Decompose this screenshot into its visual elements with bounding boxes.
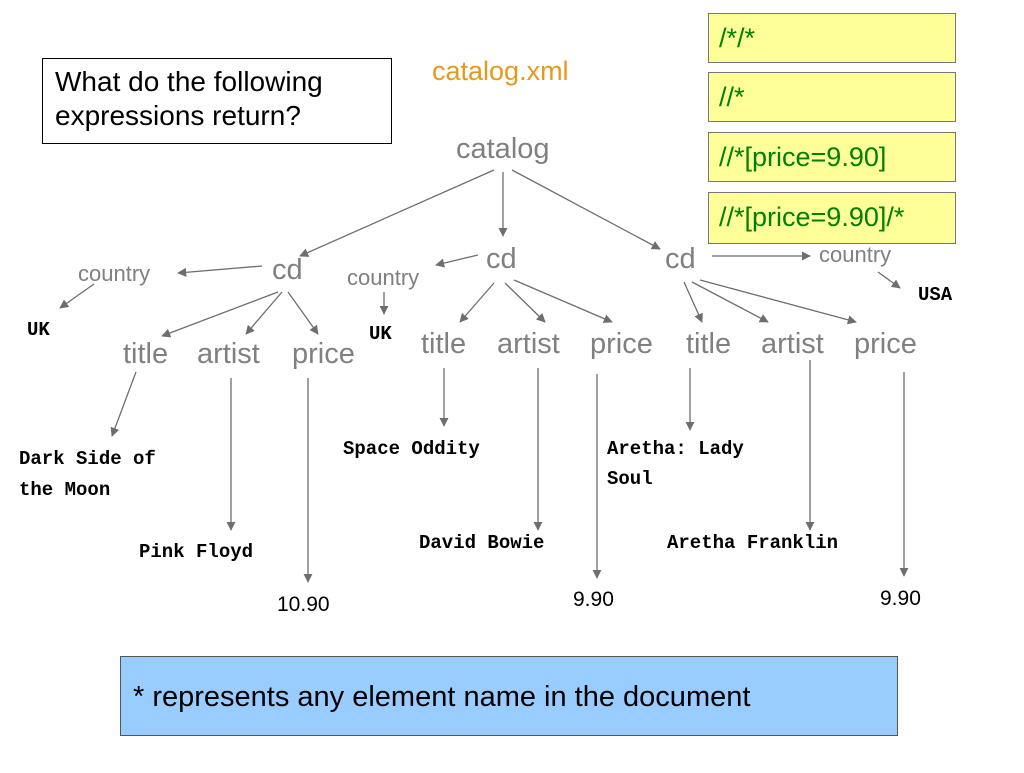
- country-value-2: UK: [369, 323, 392, 345]
- node-artist-2: artist: [497, 328, 560, 360]
- node-price-3: price: [854, 328, 917, 360]
- node-title-2: title: [421, 328, 466, 360]
- edge-catalog-cd1: [299, 169, 495, 257]
- artist-value-3: Aretha Franklin: [667, 532, 838, 554]
- node-cd-3: cd: [665, 243, 696, 275]
- node-title-3: title: [686, 328, 731, 360]
- edge-catalog-cd3: [511, 169, 661, 250]
- expression-text-2: //*: [719, 82, 745, 112]
- node-artist-1: artist: [197, 338, 260, 370]
- country-value-3: USA: [918, 284, 953, 306]
- artist-value-1: Pink Floyd: [139, 541, 253, 563]
- question-line-2: expressions return?: [55, 100, 301, 131]
- expression-box-3: //*[price=9.90]: [708, 132, 956, 182]
- price-value-2: 9.90: [573, 588, 614, 611]
- edge-cd1-price: [287, 291, 319, 335]
- note-text: * represents any element name in the doc…: [133, 681, 751, 713]
- edge-cd3-artist: [691, 281, 769, 323]
- node-title-1: title: [123, 338, 168, 370]
- file-title: catalog.xml: [432, 56, 569, 86]
- question-line-1: What do the following: [55, 66, 323, 97]
- edge-country3-value: [877, 271, 901, 289]
- edge-country1-value: [59, 283, 95, 309]
- edge-cd2-artist: [504, 282, 546, 323]
- expression-box-1: /*/*: [708, 13, 956, 63]
- title-value-1-line-1: Dark Side of: [19, 448, 156, 470]
- title-value-3-line-2: Soul: [607, 468, 653, 490]
- title-value-2: Space Oddity: [343, 438, 480, 460]
- edge-cd1-artist: [245, 291, 283, 335]
- edge-cd2-country: [435, 254, 479, 268]
- artist-value-2: David Bowie: [419, 532, 544, 554]
- edge-cd2-price: [513, 279, 613, 323]
- node-price-1: price: [292, 338, 355, 370]
- node-cd-2: cd: [486, 243, 517, 275]
- expression-text-1: /*/*: [719, 23, 756, 53]
- edge-cd3-title: [683, 281, 703, 323]
- expression-box-2: //*: [708, 72, 956, 122]
- node-price-2: price: [590, 328, 653, 360]
- node-artist-3: artist: [761, 328, 824, 360]
- note-box: * represents any element name in the doc…: [120, 656, 898, 736]
- question-box: What do the following expressions return…: [42, 58, 392, 144]
- edge-cd1-country: [177, 265, 263, 277]
- title-value-3-line-1: Aretha: Lady: [607, 438, 744, 460]
- node-country-1: country: [78, 261, 150, 286]
- expression-text-3: //*[price=9.90]: [719, 142, 887, 172]
- expression-text-4: //*[price=9.90]/*: [719, 202, 905, 232]
- edge-cd1-title: [161, 291, 279, 338]
- expression-box-4: //*[price=9.90]/*: [708, 192, 956, 244]
- node-cd-1: cd: [272, 254, 303, 286]
- price-value-1: 10.90: [277, 593, 330, 616]
- tree-edges: [59, 169, 909, 583]
- node-catalog: catalog: [456, 133, 550, 165]
- edge-cd2-title: [459, 282, 495, 323]
- node-country-3: country: [819, 242, 891, 267]
- edge-cd3-price: [699, 279, 857, 325]
- country-value-1: UK: [27, 319, 50, 341]
- title-value-1-line-2: the Moon: [19, 479, 110, 501]
- edge-title1-value: [110, 371, 137, 437]
- price-value-3: 9.90: [880, 587, 921, 610]
- node-country-2: country: [347, 265, 419, 290]
